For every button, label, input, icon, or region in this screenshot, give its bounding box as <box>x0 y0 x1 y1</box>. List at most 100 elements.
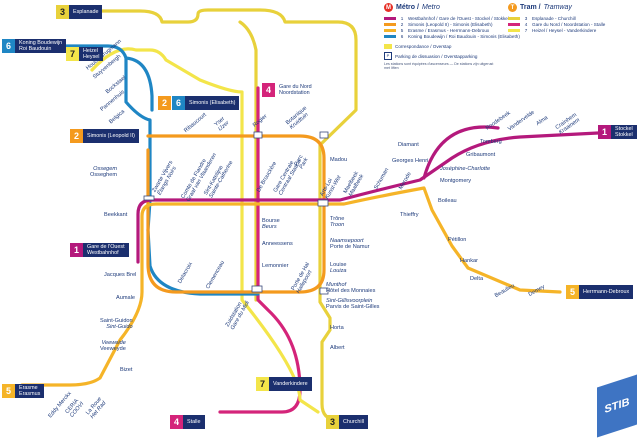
terminal-churchill[interactable]: 3 Churchill <box>326 415 368 429</box>
metro-line-swatch <box>384 17 396 20</box>
legend-parking: P Parking de dissuasion / Overstapparkin… <box>384 52 477 60</box>
station-diamant[interactable]: Diamant <box>398 142 419 148</box>
tram-line-swatch <box>508 17 520 20</box>
terminal-stockel[interactable]: 1 Stockel Stokkel <box>598 125 637 139</box>
tram-line-3-north <box>238 20 258 302</box>
tram-line-swatch <box>508 23 520 26</box>
station-thieffry[interactable]: Thieffry <box>400 212 419 218</box>
parking-icon: P <box>384 52 392 60</box>
station-albert[interactable]: Albert <box>330 345 345 351</box>
terminal-gare-ouest[interactable]: 1 Gare de l'Ouest Westbahnhof <box>70 243 129 257</box>
station-lemonnier[interactable]: Lemonnier <box>262 263 289 269</box>
station-boileau[interactable]: Boileau <box>438 198 457 204</box>
tram-line-7 <box>90 47 320 414</box>
metro-line-description: Erasme / Erasmus - Herrmann-Debroux <box>408 28 490 33</box>
station-louise-fr: Louise <box>330 262 347 268</box>
metro-line-1 <box>136 131 600 264</box>
station-saint-guidon-fr: Saint-Guidon <box>100 318 133 324</box>
terminal-simonis-leopold[interactable]: 2 Simonis (Leopold II) <box>70 129 139 143</box>
correspondence-icon <box>384 44 392 49</box>
metro-legend-row: 6 Koning Boudewijn / Roi Baudouin - Simon… <box>384 34 520 39</box>
metro-line-description: Westbahnhof / Gare de l'Ouest - Stockel … <box>408 16 509 21</box>
metro-line-1-branch <box>422 125 500 180</box>
metro-line-swatch <box>384 29 396 32</box>
tram-line-description: Heizel / Heysel - Vanderkindere <box>532 28 597 33</box>
metro-line-number: 2 <box>400 22 404 27</box>
legend-correspondence-text: Correspondance / Overstap <box>395 44 452 49</box>
station-naamse-nl: Naamsepoort <box>330 238 364 244</box>
legend: M Métro / Metro T Tram / Tramway 1 Westba… <box>378 0 628 100</box>
station-bourse-fr: Bourse <box>262 218 280 224</box>
tram-line-description: Esplanade - Churchill <box>532 16 576 21</box>
tram-line-3 <box>98 8 358 422</box>
tram-badge-icon: T <box>508 3 517 12</box>
station-bourse-nl: Beurs <box>262 224 277 231</box>
tram-line-description: Gare du Nord / Noordstation - Stalle <box>532 22 606 27</box>
station-josephine-charlotte[interactable]: Joséphine-Charlotte <box>440 166 491 172</box>
station-madou[interactable]: Madou <box>330 157 348 163</box>
legend-footnote: Les stations sont équipées d'ascenseurs … <box>384 62 494 71</box>
tram-line-number: 7 <box>524 28 528 33</box>
legend-metro-header: M Métro / Metro <box>384 3 440 12</box>
legend-tram-title: Tram / <box>520 4 541 11</box>
station-hankar[interactable]: Hankar <box>460 258 479 264</box>
station-montgomery[interactable]: Montgomery <box>440 178 472 184</box>
terminal-vanderkindere[interactable]: 7 Vanderkindere <box>256 377 312 391</box>
metro-badge-icon: M <box>384 3 393 12</box>
metro-line-6 <box>24 44 260 296</box>
station-horta[interactable]: Horta <box>330 325 344 331</box>
metro-line-5 <box>20 186 562 387</box>
station-stgilles-fr: Parvis de Saint-Gilles <box>326 304 380 311</box>
terminal-erasme[interactable]: 5 Erasme Erasmus <box>2 384 45 398</box>
station-munthof-fr: Hôtel des Monnaies <box>326 288 376 295</box>
station-gribaumont[interactable]: Gribaumont <box>466 152 496 158</box>
station-anneessens[interactable]: Anneessens <box>262 241 293 247</box>
metro-line-2 <box>146 134 326 294</box>
station-naamse-fr: Porte de Namur <box>330 244 370 251</box>
station-aumale[interactable]: Aumale <box>116 295 135 301</box>
terminal-heysel[interactable]: 7 Heizel Heysel <box>66 47 104 61</box>
station-delta[interactable]: Delta <box>470 276 484 282</box>
metro-line-description: Koning Boudewijn / Roi Baudouin - Simoni… <box>408 34 520 39</box>
station-georges-henri[interactable]: Georges Henri <box>392 158 429 164</box>
terminal-roi-baudouin[interactable]: 6 Koning Boudewijn Roi Baudouin <box>2 39 67 53</box>
tram-line-swatch <box>508 29 520 32</box>
metro-line-number: 1 <box>400 16 404 21</box>
station-bizet[interactable]: Bizet <box>120 367 133 373</box>
metro-line-6-branch <box>124 56 154 112</box>
metro-legend-row: 1 Westbahnhof / Gare de l'Ouest - Stockel… <box>384 16 509 21</box>
tram-legend-row: 7 Heizel / Heysel - Vanderkindere <box>508 28 596 33</box>
station-saint-guidon-nl: Sint-Guido <box>106 324 133 331</box>
station-petillon[interactable]: Pétillon <box>448 237 467 243</box>
station-stgilles-nl: Sint-Gillisvoorplein <box>326 298 373 304</box>
station-tomberg[interactable]: Tomberg <box>480 139 502 145</box>
metro-line-swatch <box>384 23 396 26</box>
terminal-herrmann-debroux[interactable]: 5 Herrmann-Debroux <box>566 285 634 299</box>
terminal-simonis-elisabeth[interactable]: 2 6 Simonis (Elisabeth) <box>158 96 240 110</box>
terminal-esplanade[interactable]: 3 Esplanade <box>56 5 103 19</box>
metro-line-number: 6 <box>400 34 404 39</box>
station-beekkant[interactable]: Beekkant <box>104 212 128 218</box>
station-jacques-brel[interactable]: Jacques Brel <box>104 272 137 278</box>
legend-parking-text: Parking de dissuasion / Overstapparking <box>395 53 478 59</box>
terminal-stalle[interactable]: 4 Stalle <box>170 415 205 429</box>
terminal-gare-du-nord[interactable]: 4 Gare du Nord Noordstation <box>262 83 316 97</box>
station-munthof-nl: Munthof <box>326 282 347 288</box>
legend-correspondence: Correspondance / Overstap <box>384 44 451 49</box>
legend-tram-header: T Tram / Tramway <box>508 3 572 12</box>
legend-tram-title-alt: Tramway <box>543 4 572 11</box>
station-ossegem-fr: Osseghem <box>90 172 118 179</box>
metro-line-description: Simonis (Leopold II) - Simonis (Elisabet… <box>408 22 493 27</box>
